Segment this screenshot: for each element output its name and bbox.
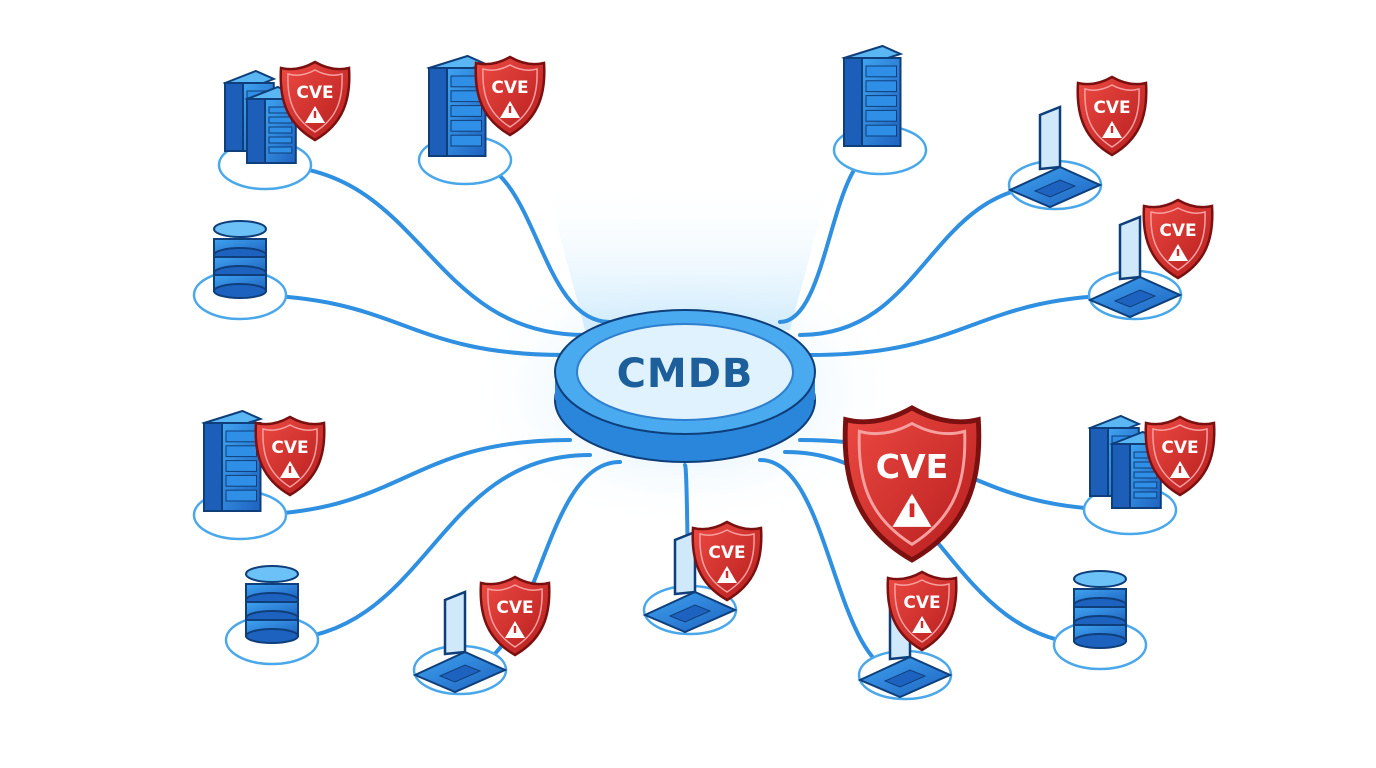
- cve-label: CVE: [491, 78, 528, 98]
- connection-line: [808, 293, 1137, 357]
- connection-line: [783, 450, 1102, 647]
- server-cluster-icon: [1087, 414, 1164, 509]
- cve-label: CVE: [271, 438, 308, 458]
- device-node-server-cluster[interactable]: CVE: [1082, 414, 1216, 536]
- device-node-server-rack[interactable]: CVE: [192, 409, 326, 541]
- cve-label: CVE: [708, 543, 745, 563]
- device-node-laptop[interactable]: CVE: [857, 570, 958, 701]
- device-node-laptop[interactable]: CVE: [1087, 198, 1214, 321]
- cve-label: CVE: [296, 83, 333, 103]
- cve-shield-icon: CVE: [1076, 75, 1148, 157]
- database-icon: [213, 220, 267, 299]
- device-node-database[interactable]: [1052, 570, 1148, 671]
- cve-shield-icon: CVE: [1142, 198, 1214, 280]
- device-node-laptop[interactable]: CVE: [642, 520, 763, 636]
- cve-shield-icon: CVE: [254, 415, 326, 497]
- connection-line: [238, 293, 567, 357]
- device-node-database[interactable]: [224, 565, 320, 666]
- device-node-database[interactable]: [192, 220, 288, 321]
- cve-shield-icon: CVE: [479, 575, 551, 657]
- connection-line: [270, 453, 592, 642]
- cve-label: CVE: [1093, 98, 1130, 118]
- device-node-server-rack[interactable]: [832, 44, 928, 176]
- cve-shield-icon: CVE: [474, 55, 546, 137]
- cve-shield-icon: CVE: [279, 60, 351, 142]
- cmdb-hub[interactable]: CMDB: [554, 309, 816, 463]
- cve-label: CVE: [496, 598, 533, 618]
- device-node-laptop[interactable]: CVE: [412, 575, 551, 696]
- database-icon: [1073, 570, 1127, 649]
- database-icon: [245, 565, 299, 644]
- laptop-icon: [1007, 105, 1103, 209]
- connection-line: [238, 438, 572, 517]
- cve-shield-icon: CVE: [691, 520, 763, 602]
- device-nodes: CVE CVE CVE CVE CVE CVE CVE CVE CVE: [192, 44, 1216, 701]
- device-node-server-cluster[interactable]: CVE: [217, 60, 351, 191]
- cve-label: CVE: [1161, 438, 1198, 458]
- cve-shield-icon: CVE: [842, 405, 982, 563]
- device-node-server-rack[interactable]: CVE: [417, 54, 546, 186]
- device-node-laptop[interactable]: CVE: [1007, 75, 1148, 211]
- laptop-icon: [1087, 215, 1183, 319]
- laptop-icon: [412, 590, 508, 694]
- cve-shield-icon: CVE: [886, 570, 958, 652]
- connection-line: [263, 163, 587, 337]
- server-rack-icon: [841, 44, 904, 147]
- standalone-cve-shield: CVE: [842, 405, 982, 563]
- cve-label: CVE: [876, 447, 949, 486]
- server-rack-icon: [201, 409, 264, 512]
- cve-label: CVE: [1159, 221, 1196, 241]
- cve-label: CVE: [903, 593, 940, 613]
- hub-label: CMDB: [617, 351, 754, 397]
- server-cluster-icon: [222, 69, 299, 164]
- cve-shield-icon: CVE: [1144, 415, 1216, 497]
